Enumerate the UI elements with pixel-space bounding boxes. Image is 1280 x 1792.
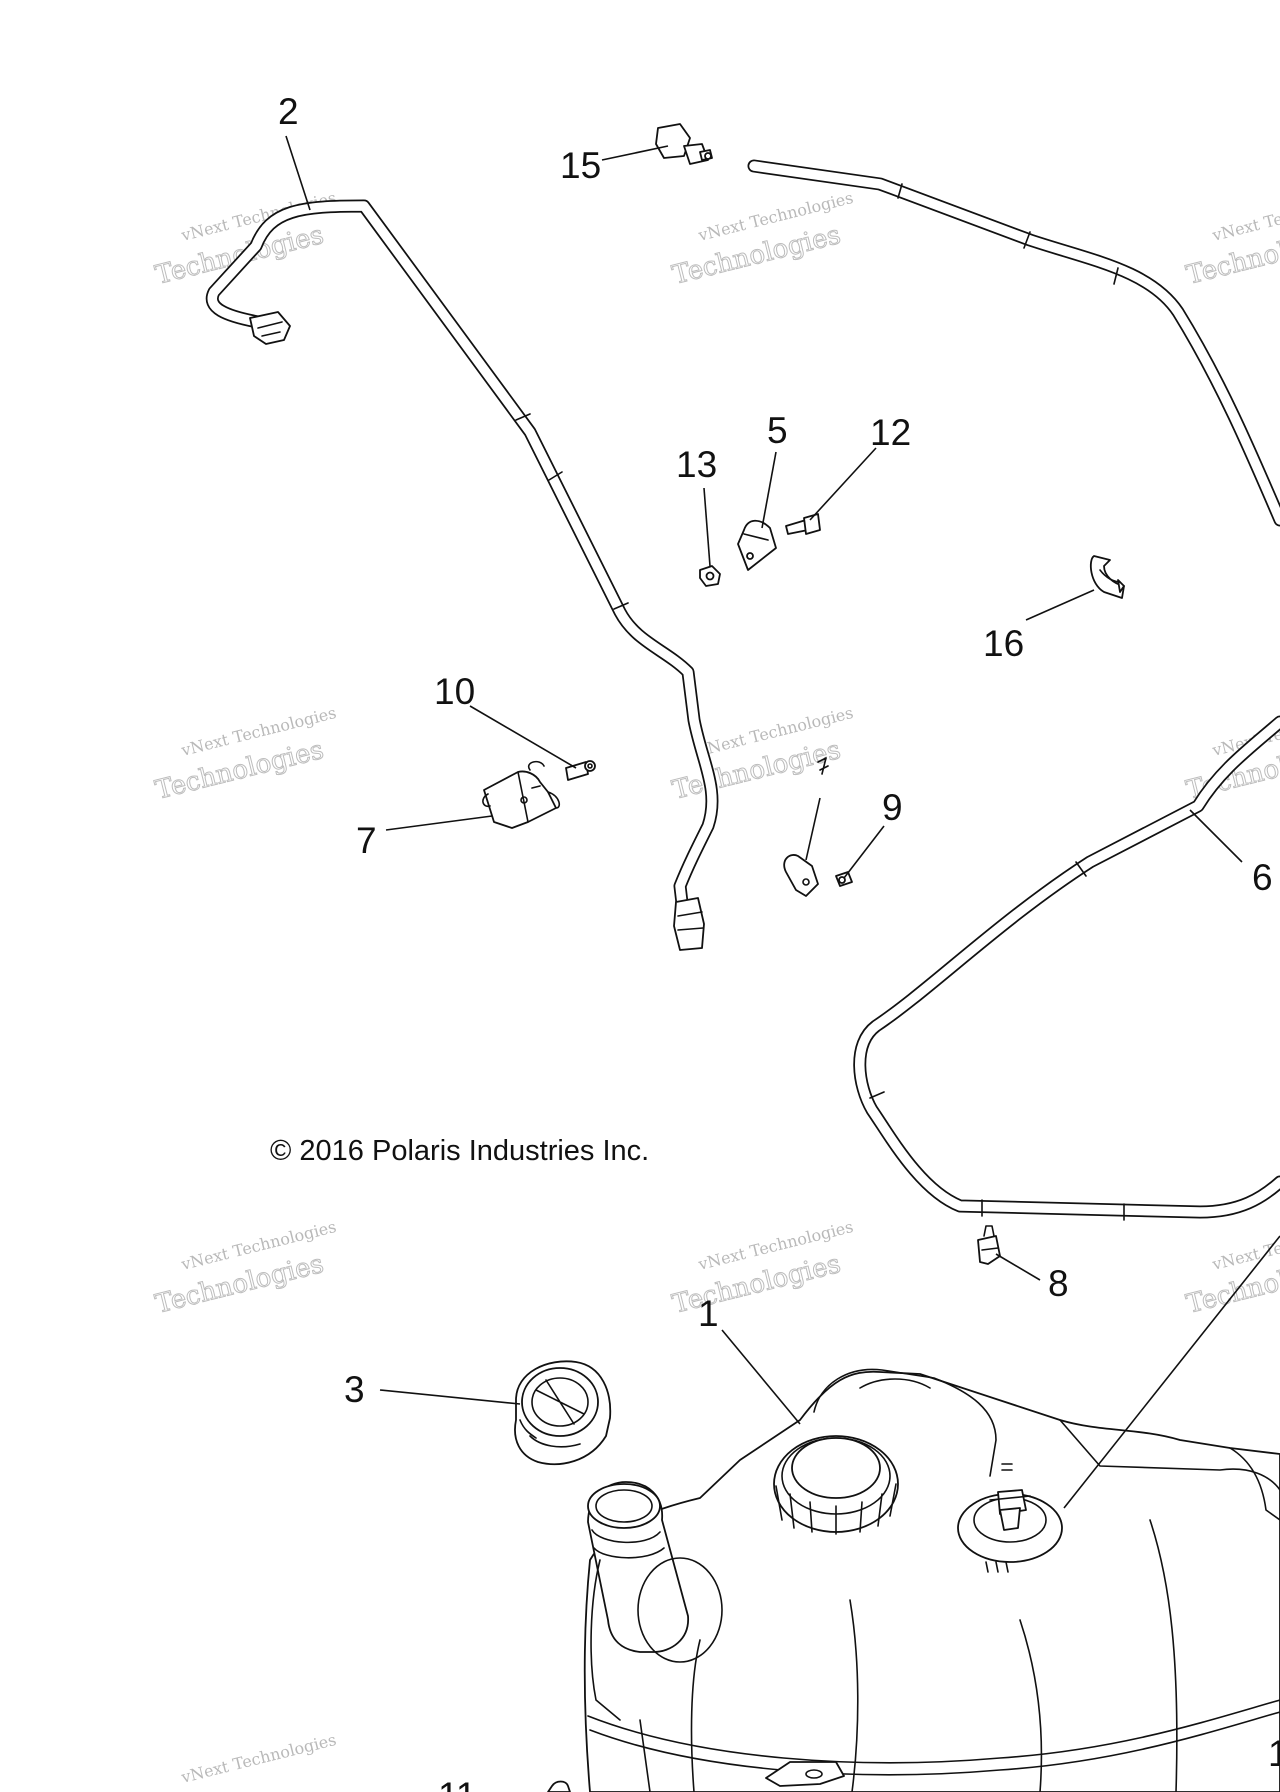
watermark: vNext Technologies Technologies (1183, 1217, 1280, 1320)
leader-line-10 (469, 705, 577, 769)
bolt-part-11 (785, 513, 821, 535)
watermark-line1: vNext Technologies (178, 1730, 338, 1787)
fuel-line-part-2 (205, 199, 719, 951)
callout-7: 7 (356, 820, 377, 861)
leader-line-6 (1189, 809, 1243, 863)
leader-line-16 (1025, 589, 1095, 621)
fuel-line-part-6 (747, 159, 1280, 1221)
leader-lines (285, 135, 1280, 1509)
callout-1: 1 (698, 1293, 719, 1334)
watermark: vNext Technologies Technologies (152, 703, 338, 806)
watermark: vNext Technologies Technologies (1183, 188, 1280, 291)
pin-part (817, 757, 829, 775)
nut-part-13 (699, 565, 721, 587)
leader-line-5 (761, 451, 777, 529)
leader-line-11 (809, 447, 877, 521)
bolt-part-12 (547, 1780, 571, 1792)
callout-1-right: 1 (1268, 1733, 1280, 1774)
clip-part-16 (1089, 555, 1125, 599)
leader-line-15 (601, 145, 669, 161)
callout-12: 11 (438, 1775, 476, 1792)
leader-line-13 (703, 487, 711, 567)
clip-part-8 (977, 1225, 1001, 1265)
callout-13: 13 (676, 444, 717, 485)
bracket-part-7 (482, 760, 561, 829)
callout-3: 3 (344, 1369, 365, 1410)
watermark: vNext Technologies Technologies (152, 1217, 338, 1320)
callout-16: 16 (983, 623, 1024, 664)
fuel-cap-part-3 (514, 1360, 612, 1465)
callout-15: 15 (560, 145, 601, 186)
copyright-notice: © 2016 Polaris Industries Inc. (270, 1135, 649, 1167)
fuel-tank-part-1 (583, 1368, 1280, 1792)
callout-9: 9 (882, 787, 903, 828)
leader-line-9 (843, 825, 885, 879)
clamp-part-5 (737, 519, 777, 571)
leader-line-1 (721, 1329, 801, 1425)
leader-line-2 (285, 135, 311, 211)
callout-6: 6 (1252, 857, 1273, 898)
leader-line-3 (379, 1389, 521, 1405)
watermark-line1: vNext Technologies (1209, 1217, 1280, 1274)
leader-line-4 (805, 797, 821, 861)
callout-8: 8 (1048, 1263, 1069, 1304)
screw-part-10 (565, 760, 596, 781)
callout-2: 2 (278, 91, 299, 132)
leader-line-8 (995, 1253, 1041, 1281)
callouts: 2 15 5 12 13 16 10 7 9 6 8 1 3 11 1 (278, 91, 1280, 1792)
leader-line-right (1063, 1235, 1280, 1509)
watermark: vNext Technologies Technologies (1183, 703, 1280, 806)
leader-line-7 (385, 815, 493, 831)
watermark: vNext Technologies (178, 1730, 338, 1787)
clamp-part-9-group (783, 854, 853, 897)
watermark: vNext Technologies Technologies (669, 188, 855, 291)
watermark-line1: vNext Technologies (1209, 188, 1280, 245)
callout-5: 5 (767, 410, 788, 451)
connector-part-15 (655, 123, 713, 165)
callout-11: 12 (870, 412, 911, 453)
callout-10: 10 (434, 671, 475, 712)
